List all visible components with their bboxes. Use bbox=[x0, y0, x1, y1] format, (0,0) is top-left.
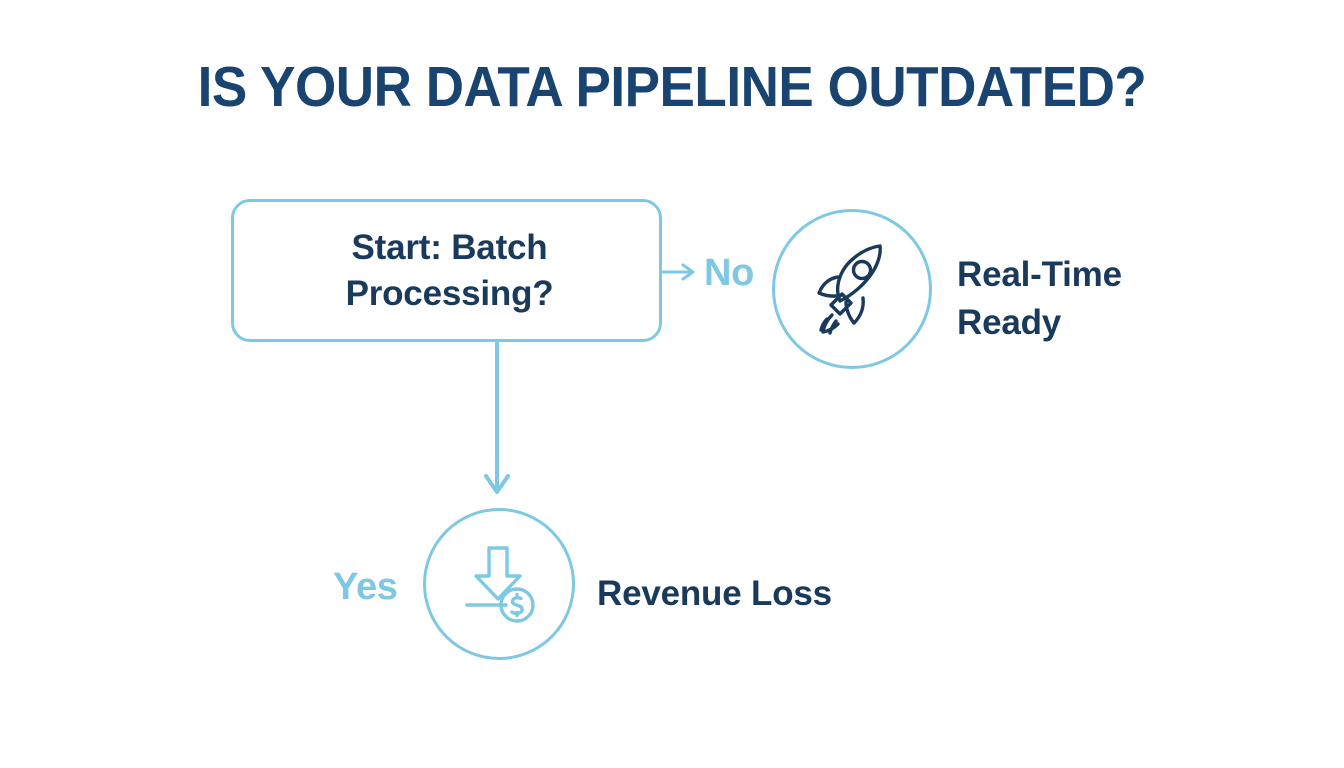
rocket-icon bbox=[817, 244, 882, 335]
revenue-loss-icon bbox=[465, 546, 535, 623]
outcome-label-real-time-ready: Real-Time Ready bbox=[957, 255, 1122, 342]
connector-yes-arrow bbox=[484, 341, 510, 494]
outcome-node-real-time-ready[interactable] bbox=[772, 209, 932, 369]
page-title: IS YOUR DATA PIPELINE OUTDATED? bbox=[197, 55, 1147, 119]
outcome-node-revenue-loss[interactable] bbox=[423, 508, 575, 660]
connector-no-arrow bbox=[661, 263, 695, 281]
branch-label-no: No bbox=[704, 252, 755, 294]
decision-node-label: Start: Batch Processing? bbox=[345, 227, 554, 313]
decision-node-start[interactable]: Start: Batch Processing? bbox=[231, 199, 662, 342]
branch-label-yes: Yes bbox=[333, 566, 398, 608]
outcome-label-revenue-loss: Revenue Loss bbox=[597, 574, 832, 613]
